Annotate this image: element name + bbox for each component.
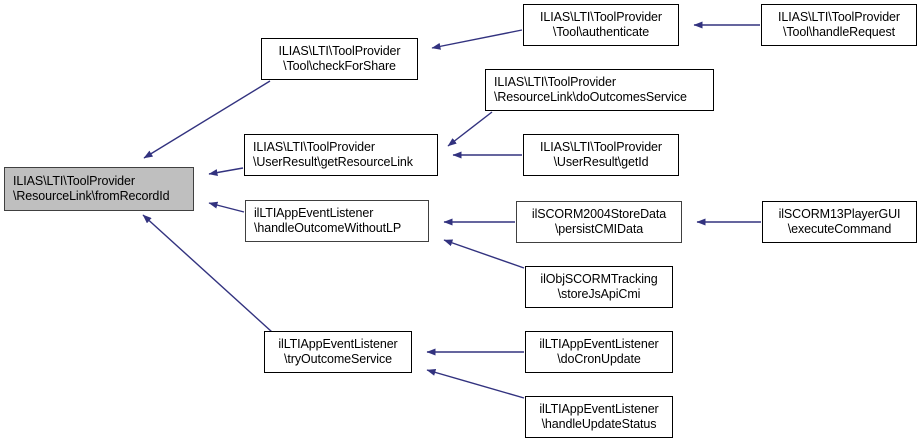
edge-handleUpdateStatus-to-tryOutcomeService: [426, 368, 525, 399]
node-label-line2: \Tool\checkForShare: [283, 59, 396, 73]
node-label-line1: ILIAS\LTI\ToolProvider: [540, 10, 662, 24]
node-label-line2: \storeJsApiCmi: [557, 287, 641, 301]
node-label-line1: ilLTIAppEventListener: [539, 337, 659, 351]
node-label-line1: ilSCORM2004StoreData: [531, 207, 667, 221]
node-label-line2: \handleOutcomeWithoutLP: [254, 221, 402, 235]
node-persistCMIData[interactable]: ilSCORM2004StoreData\persistCMIData: [516, 201, 682, 243]
node-getId[interactable]: ILIAS\LTI\ToolProvider\UserResult\getId: [523, 134, 679, 176]
node-label-line1: ILIAS\LTI\ToolProvider: [278, 44, 401, 58]
node-label-line2: \UserResult\getResourceLink: [253, 155, 413, 169]
edge-authenticate-to-checkForShare: [431, 29, 523, 50]
edge-handleOutcomeWithoutLP-to-fromRecordId: [208, 201, 245, 213]
edge-getResourceLink-to-fromRecordId: [208, 167, 244, 176]
node-label-line2: \ResourceLink\doOutcomesService: [494, 90, 687, 104]
node-label-line1: ILIAS\LTI\ToolProvider: [253, 140, 375, 154]
node-doCronUpdate[interactable]: ilLTIAppEventListener\doCronUpdate: [525, 331, 673, 373]
node-label-line2: \handleUpdateStatus: [541, 417, 657, 431]
node-label-line1: ilLTIAppEventListener: [278, 337, 398, 351]
node-label-line1: ILIAS\LTI\ToolProvider: [13, 174, 135, 188]
node-fromRecordId[interactable]: ILIAS\LTI\ToolProvider\ResourceLink\from…: [4, 167, 194, 211]
node-label-line2: \tryOutcomeService: [284, 352, 392, 366]
node-label-line2: \ResourceLink\fromRecordId: [13, 189, 170, 203]
node-handleOutcomeWithoutLP[interactable]: ilLTIAppEventListener\handleOutcomeWitho…: [245, 200, 429, 242]
node-label-line1: ILIAS\LTI\ToolProvider: [540, 140, 662, 154]
node-label-line2: \executeCommand: [787, 222, 892, 236]
node-getResourceLink[interactable]: ILIAS\LTI\ToolProvider\UserResult\getRes…: [244, 134, 438, 176]
node-storeJsApiCmi[interactable]: ilObjSCORMTracking\storeJsApiCmi: [525, 266, 673, 308]
node-label-line2: \Tool\handleRequest: [782, 25, 896, 39]
node-label-line1: ILIAS\LTI\ToolProvider: [778, 10, 900, 24]
edge-storeJsApiCmi-to-handleOutcomeWithoutLP: [443, 239, 525, 269]
node-label-line1: ilLTIAppEventListener: [254, 206, 374, 220]
node-label-line1: ilLTIAppEventListener: [539, 402, 659, 416]
node-label-line2: \doCronUpdate: [557, 352, 641, 366]
node-checkForShare[interactable]: ILIAS\LTI\ToolProvider\Tool\checkForShar…: [261, 38, 418, 80]
node-label-line2: \persistCMIData: [554, 222, 644, 236]
node-label-line1: ilSCORM13PlayerGUI: [778, 207, 901, 221]
node-doOutcomesService[interactable]: ILIAS\LTI\ToolProvider\ResourceLink\doOu…: [485, 69, 714, 111]
edge-doOutcomesService-to-getResourceLink: [447, 111, 493, 147]
node-executeCommand[interactable]: ilSCORM13PlayerGUI\executeCommand: [762, 201, 917, 243]
node-label-line2: \UserResult\getId: [553, 155, 649, 169]
node-label-line1: ILIAS\LTI\ToolProvider: [494, 75, 616, 89]
node-handleRequest[interactable]: ILIAS\LTI\ToolProvider\Tool\handleReques…: [761, 4, 917, 46]
node-label-line2: \Tool\authenticate: [552, 25, 650, 39]
node-label-line1: ilObjSCORMTracking: [540, 272, 658, 286]
node-authenticate[interactable]: ILIAS\LTI\ToolProvider\Tool\authenticate: [523, 4, 679, 46]
node-tryOutcomeService[interactable]: ilLTIAppEventListener\tryOutcomeService: [264, 331, 412, 373]
node-handleUpdateStatus[interactable]: ilLTIAppEventListener\handleUpdateStatus: [525, 396, 673, 438]
